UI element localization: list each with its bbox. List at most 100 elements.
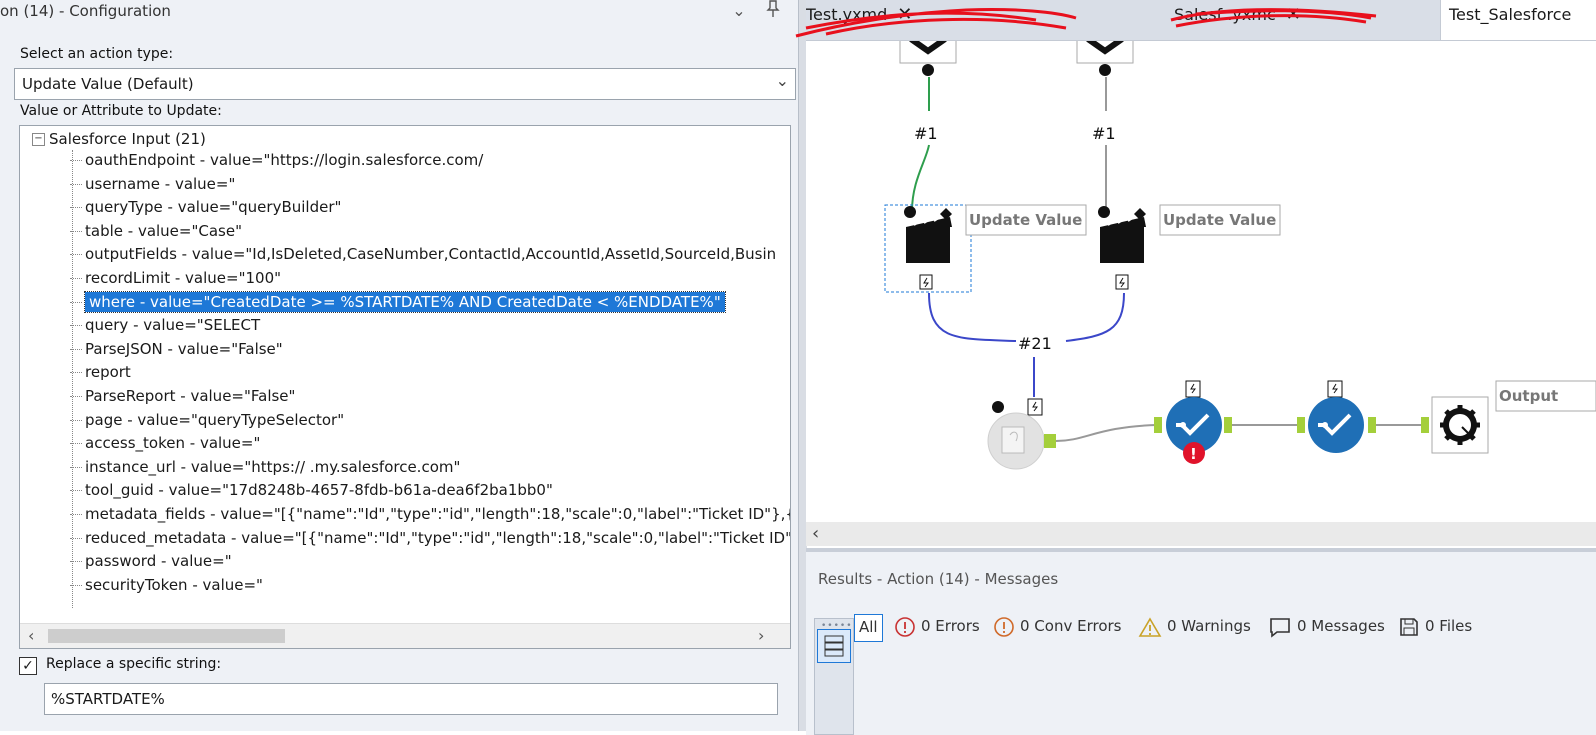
tree-connector xyxy=(70,514,82,515)
tree-horizontal-scrollbar[interactable]: ‹ › xyxy=(20,623,790,648)
results-layout-button[interactable]: ••••• xyxy=(814,618,854,735)
salesforce-input-tool[interactable] xyxy=(987,398,1056,470)
tree-connector xyxy=(70,325,82,327)
tree-item-label: outputFields - value="Id,IsDeleted,CaseN… xyxy=(85,245,777,264)
tree-item-label: reduced_metadata - value="[{"name":"Id",… xyxy=(85,528,791,547)
tree-root-label: Salesforce Input (21) xyxy=(49,130,206,148)
test-tool-2[interactable] xyxy=(1297,380,1376,453)
tree-connector xyxy=(70,490,82,492)
connection-green[interactable] xyxy=(911,77,930,212)
tab-test-salesforce[interactable]: Test_Salesforce xyxy=(1440,0,1596,40)
connection-label-1: #1 xyxy=(914,124,938,143)
tree-item[interactable]: securityToken - value=" xyxy=(70,573,263,597)
action-type-label: Select an action type: xyxy=(20,46,174,62)
tree-item[interactable]: password - value=" xyxy=(70,549,232,573)
tree-item[interactable]: queryType - value="queryBuilder" xyxy=(70,195,341,219)
tree-item[interactable]: where - value="CreatedDate >= %STARTDATE… xyxy=(70,290,726,314)
output-macro-tool[interactable] xyxy=(1421,396,1489,454)
lightning-icon xyxy=(1032,401,1038,412)
tree-item[interactable]: instance_url - value="https:// .my.sales… xyxy=(70,455,460,479)
tree-item[interactable]: access_token - value=" xyxy=(70,431,260,455)
save-icon xyxy=(1400,617,1418,636)
chevron-down-icon[interactable]: ⌄ xyxy=(732,1,746,20)
conversion-error-icon xyxy=(994,616,1014,637)
workflow-canvas[interactable]: #1 #1 #21 Update Value Update Value xyxy=(806,41,1596,525)
tree-connector xyxy=(70,443,82,445)
collapse-icon[interactable]: − xyxy=(32,133,45,146)
tree-item[interactable]: tool_guid - value="17d8248b-4657-8fdb-b6… xyxy=(70,478,553,502)
tree-connector xyxy=(70,348,82,350)
replace-string-input[interactable]: %STARTDATE% xyxy=(44,683,778,715)
tree-connector xyxy=(70,561,82,563)
tree-connector xyxy=(70,537,82,539)
error-icon xyxy=(895,616,915,637)
top-tool-1[interactable] xyxy=(899,41,957,76)
tree-item[interactable]: query - value="SELECT xyxy=(70,313,260,337)
grip-icon: ••••• xyxy=(821,621,853,631)
tree-item-label: recordLimit - value="100" xyxy=(85,269,282,287)
value-attribute-label: Value or Attribute to Update: xyxy=(20,103,222,119)
tree-item-label: report xyxy=(85,363,131,382)
tree-item[interactable]: recordLimit - value="100" xyxy=(70,266,281,290)
scrollbar-thumb[interactable] xyxy=(48,629,285,643)
tool-label-box xyxy=(1159,204,1281,236)
filter-conv-errors[interactable]: 0 Conv Errors xyxy=(993,614,1122,640)
lightning-icon xyxy=(923,277,929,288)
tree-root[interactable]: −Salesforce Input (21) xyxy=(32,130,206,152)
connection-blue[interactable] xyxy=(928,292,1125,342)
top-tool-2[interactable] xyxy=(1076,41,1134,76)
scroll-right-icon[interactable]: › xyxy=(758,626,765,645)
tool-label-box xyxy=(965,204,1087,236)
workflow-diagram: #1 #1 #21 Update Value Update Value xyxy=(884,41,1596,470)
output-label: Output xyxy=(1499,387,1558,405)
filter-conv-errors-label: 0 Conv Errors xyxy=(1020,617,1122,635)
diamond-icon xyxy=(940,208,952,220)
tree-item[interactable]: table - value="Case" xyxy=(70,219,242,243)
input-anchor[interactable] xyxy=(904,206,916,218)
tree-item[interactable]: metadata_fields - value="[{"name":"Id","… xyxy=(70,502,791,526)
tree-item[interactable]: outputFields - value="Id,IsDeleted,CaseN… xyxy=(70,242,776,266)
filter-messages[interactable]: 0 Messages xyxy=(1268,614,1385,640)
redaction-scribble xyxy=(795,7,1077,38)
tree-item-label: username - value=" xyxy=(85,174,236,193)
filter-errors[interactable]: 0 Errors xyxy=(894,614,980,640)
update-value-tool-1[interactable] xyxy=(884,204,972,293)
tab-label: Test_Salesforce xyxy=(1449,5,1572,24)
tree-item[interactable]: ParseJSON - value="False" xyxy=(70,337,283,361)
filter-files[interactable]: 0 Files xyxy=(1398,614,1472,640)
test-tool-1[interactable]: ! xyxy=(1154,380,1232,464)
tree-item[interactable]: report xyxy=(70,360,131,384)
tree-item[interactable]: oauthEndpoint - value="https://login.sal… xyxy=(70,148,483,172)
tool-label-box xyxy=(1495,380,1596,412)
filter-all[interactable]: All xyxy=(854,614,883,642)
tree-item-label: oauthEndpoint - value="https://login.sal… xyxy=(85,151,484,169)
error-icon[interactable] xyxy=(1183,442,1205,464)
replace-string-checkbox[interactable]: ✓ xyxy=(19,657,37,675)
tree-item-label: ParseReport - value="False" xyxy=(85,387,296,405)
book-icon xyxy=(1001,426,1025,454)
canvas-horizontal-scrollbar[interactable]: ‹ xyxy=(806,522,1596,546)
tree-item[interactable]: username - value=" xyxy=(70,172,235,196)
replace-string-label: Replace a specific string: xyxy=(46,656,222,672)
pin-icon[interactable] xyxy=(760,0,786,24)
warning-icon xyxy=(1138,616,1162,637)
update-value-tool-2[interactable] xyxy=(1098,206,1146,290)
filter-warnings[interactable]: 0 Warnings xyxy=(1138,614,1251,640)
lightning-icon xyxy=(1332,383,1338,394)
attribute-tree[interactable]: −Salesforce Input (21) oauthEndpoint - v… xyxy=(19,125,791,649)
list-view-icon[interactable] xyxy=(817,629,851,663)
action-type-select[interactable]: Update Value (Default) ⌄ xyxy=(14,68,796,100)
tree-item-label: metadata_fields - value="[{"name":"Id","… xyxy=(85,505,791,523)
scroll-left-icon[interactable]: ‹ xyxy=(28,626,35,645)
tree-item[interactable]: page - value="queryTypeSelector" xyxy=(70,408,344,432)
lightning-icon xyxy=(1190,383,1196,394)
connection-output-1[interactable] xyxy=(1055,424,1157,442)
output-anchor[interactable] xyxy=(1044,434,1056,448)
input-anchor[interactable] xyxy=(1098,206,1110,218)
scroll-left-icon[interactable]: ‹ xyxy=(812,523,820,544)
tree-item-label: table - value="Case" xyxy=(85,221,242,240)
panel-splitter[interactable] xyxy=(798,0,807,731)
tree-connector xyxy=(70,183,82,185)
tree-item[interactable]: ParseReport - value="False" xyxy=(70,384,295,408)
tree-item[interactable]: reduced_metadata - value="[{"name":"Id",… xyxy=(70,526,791,550)
